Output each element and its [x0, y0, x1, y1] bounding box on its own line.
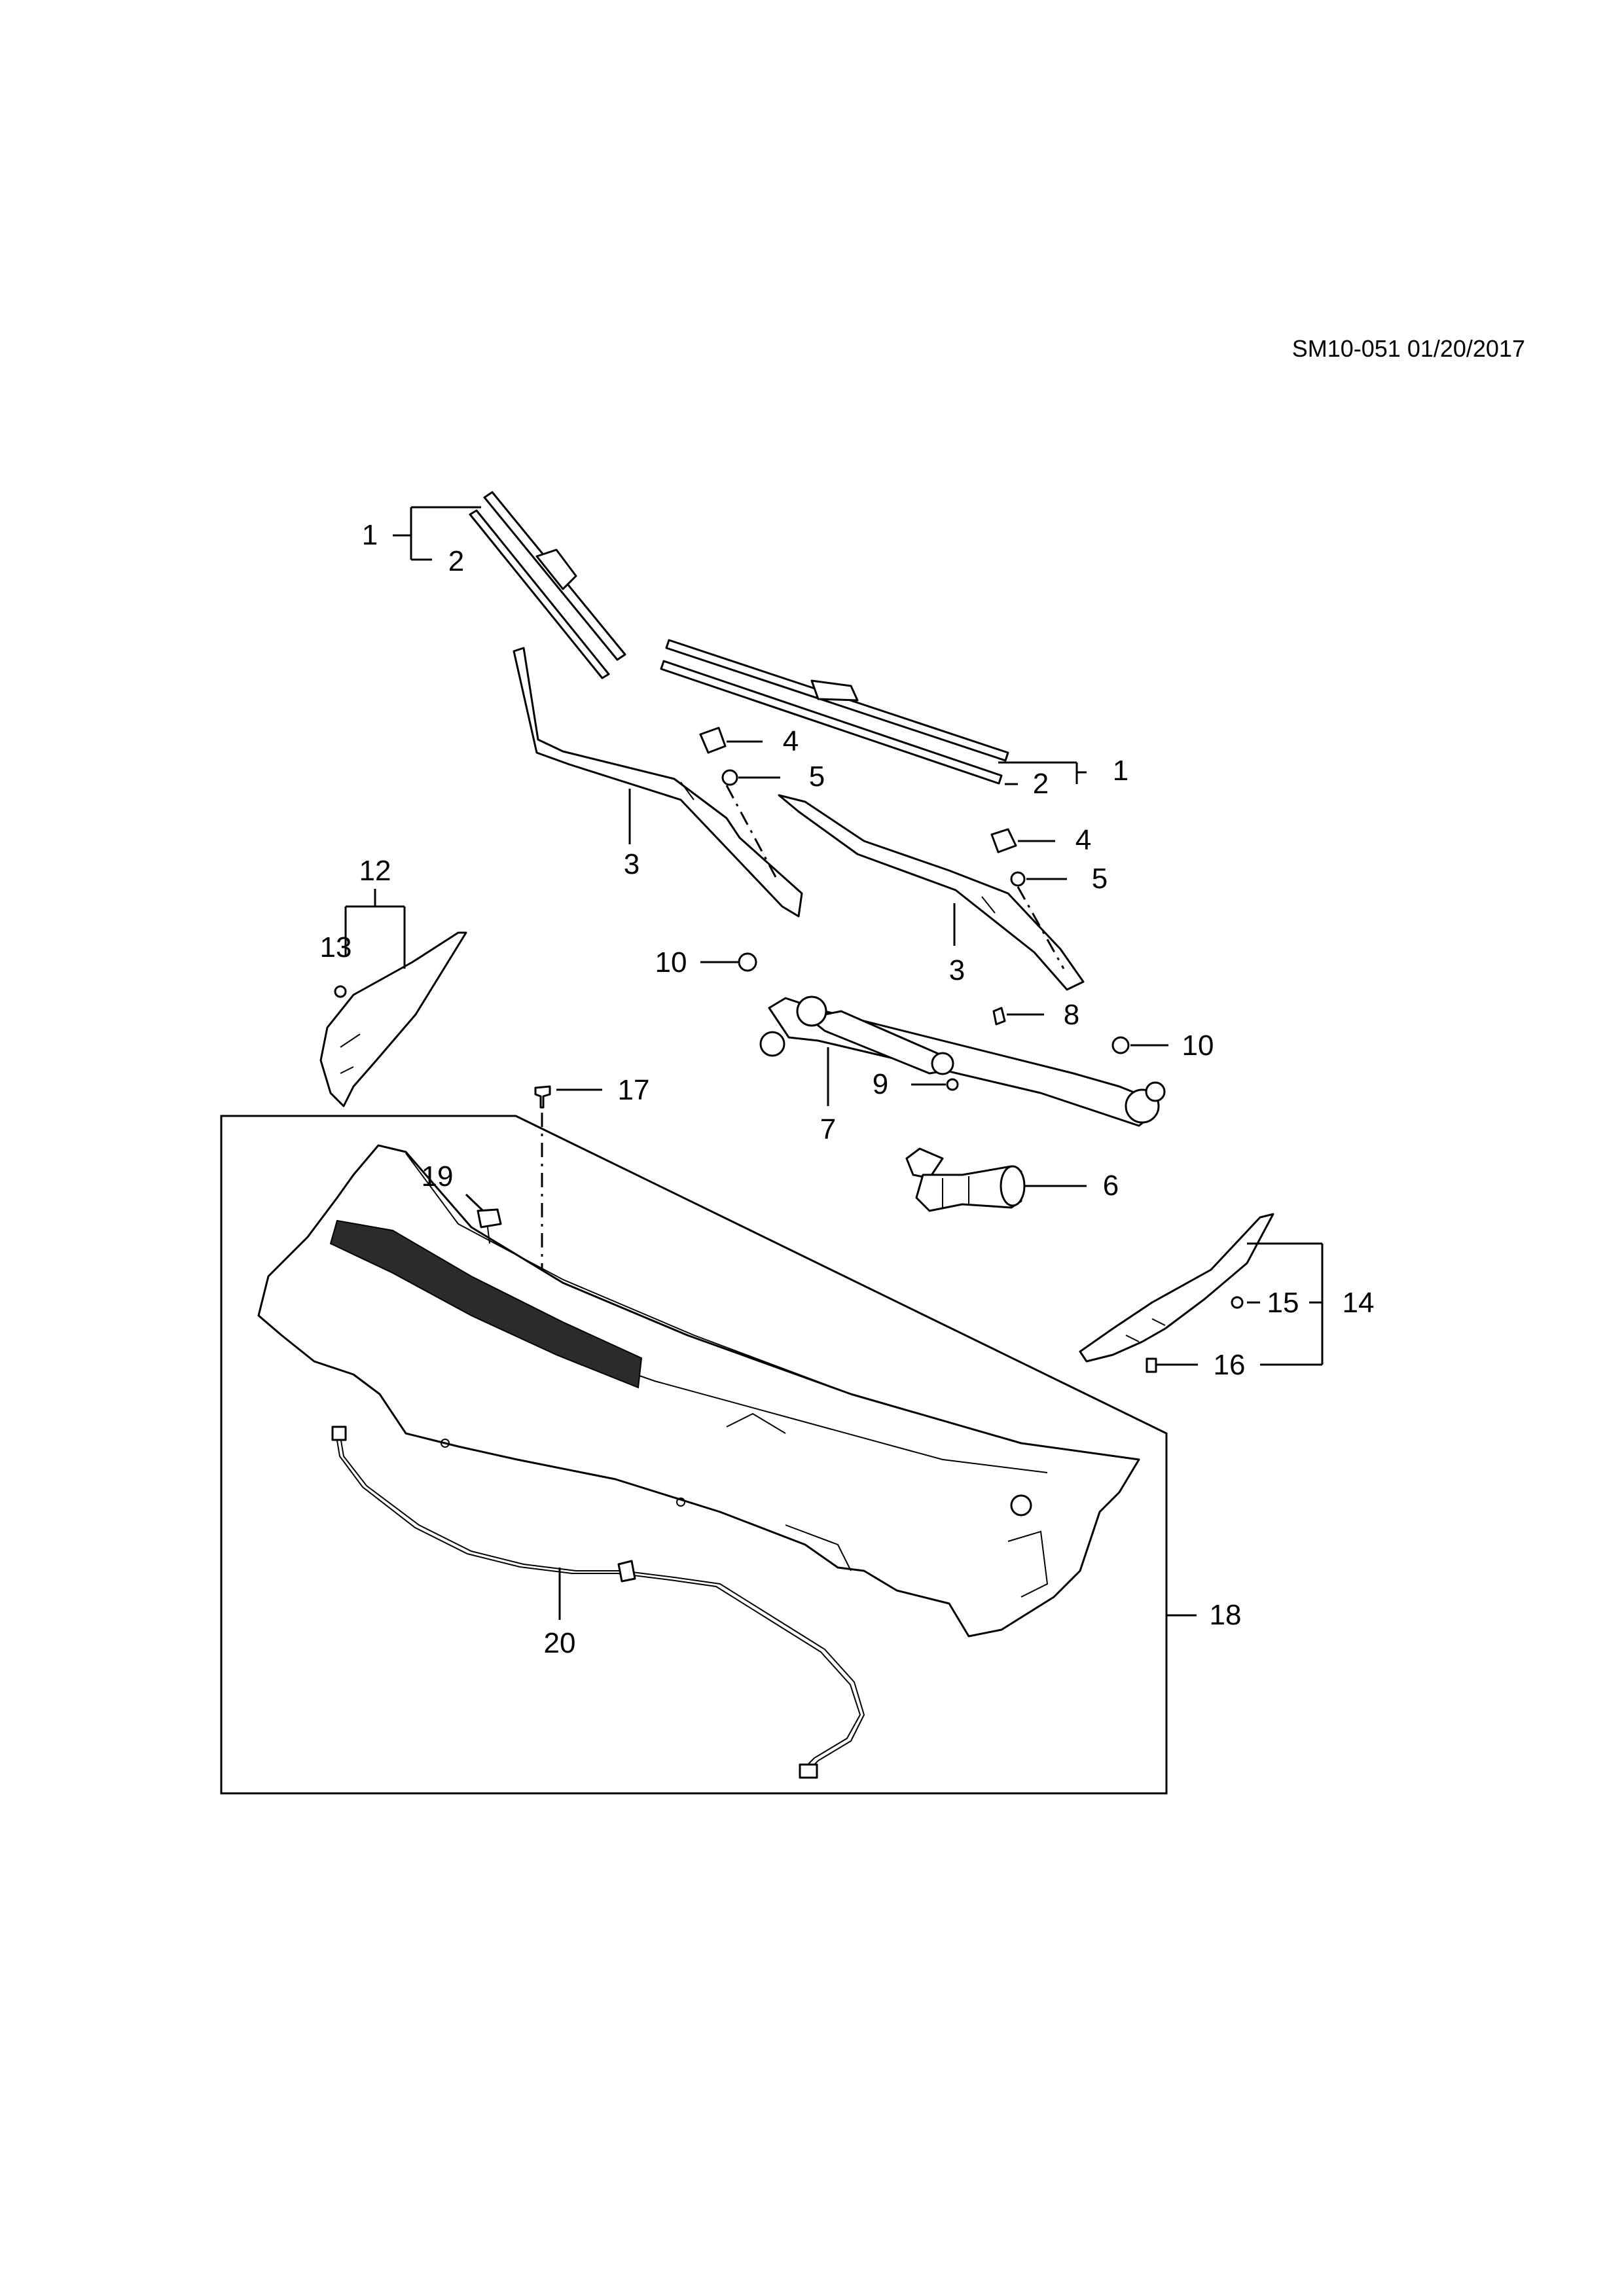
callout-1b: 1 [1113, 755, 1128, 787]
leader-1a [393, 506, 481, 561]
wiper-linkage [759, 996, 1166, 1127]
clip-13 [334, 985, 347, 998]
callout-18: 18 [1210, 1599, 1242, 1631]
callout-12: 12 [359, 855, 391, 887]
leader-19 [465, 1193, 484, 1212]
callout-9: 9 [873, 1068, 888, 1100]
leader-1b [998, 761, 1087, 785]
callout-6: 6 [1103, 1170, 1119, 1202]
leader-14 [1155, 1242, 1324, 1366]
callout-13: 13 [320, 931, 352, 963]
wiper-arm-left [513, 647, 803, 918]
nut-left [721, 769, 738, 786]
end-cover-right [1079, 1213, 1274, 1363]
cowl-assembly-frame [220, 1115, 1168, 1795]
callout-15: 15 [1267, 1287, 1299, 1319]
nut-9 [946, 1078, 959, 1091]
cowl-panel [257, 1144, 1140, 1638]
grommet-left [738, 952, 757, 972]
callout-20: 20 [544, 1627, 576, 1659]
callout-7: 7 [820, 1113, 836, 1145]
nut-right [1010, 871, 1026, 887]
callout-2a: 2 [448, 545, 464, 577]
nut-cap-right [990, 828, 1017, 853]
callout-16: 16 [1214, 1349, 1246, 1381]
callout-10b: 10 [1182, 1030, 1214, 1062]
bolt-17 [534, 1085, 551, 1109]
callout-10a: 10 [655, 946, 687, 978]
end-cover-left [319, 931, 467, 1107]
wiper-blade-left [469, 491, 626, 679]
wiper-motor [905, 1147, 1026, 1212]
callout-2b: 2 [1033, 768, 1049, 800]
callout-4a: 4 [783, 725, 799, 757]
bolt-16 [1146, 1357, 1157, 1373]
nut-cap-left [699, 726, 727, 754]
bolt-8 [992, 1007, 1006, 1026]
callout-3b: 3 [949, 954, 965, 986]
callout-5a: 5 [809, 761, 825, 793]
document-code: SM10-051 01/20/2017 [1292, 335, 1525, 362]
clip-15 [1231, 1296, 1244, 1309]
callout-1a: 1 [362, 519, 378, 551]
callout-14: 14 [1343, 1287, 1375, 1319]
grommet-right [1111, 1036, 1130, 1054]
washer-nozzle [477, 1208, 502, 1244]
wiper-arm-right [778, 794, 1085, 991]
callout-19: 19 [422, 1160, 454, 1193]
wiper-blade-right [660, 639, 1009, 785]
callout-3a: 3 [624, 848, 640, 880]
callout-8: 8 [1064, 999, 1079, 1031]
callout-5b: 5 [1092, 863, 1108, 895]
callout-4b: 4 [1075, 824, 1091, 856]
leader-12 [344, 889, 406, 969]
callout-17: 17 [618, 1074, 650, 1106]
centerline-left [725, 785, 777, 878]
washer-hose [331, 1426, 865, 1779]
